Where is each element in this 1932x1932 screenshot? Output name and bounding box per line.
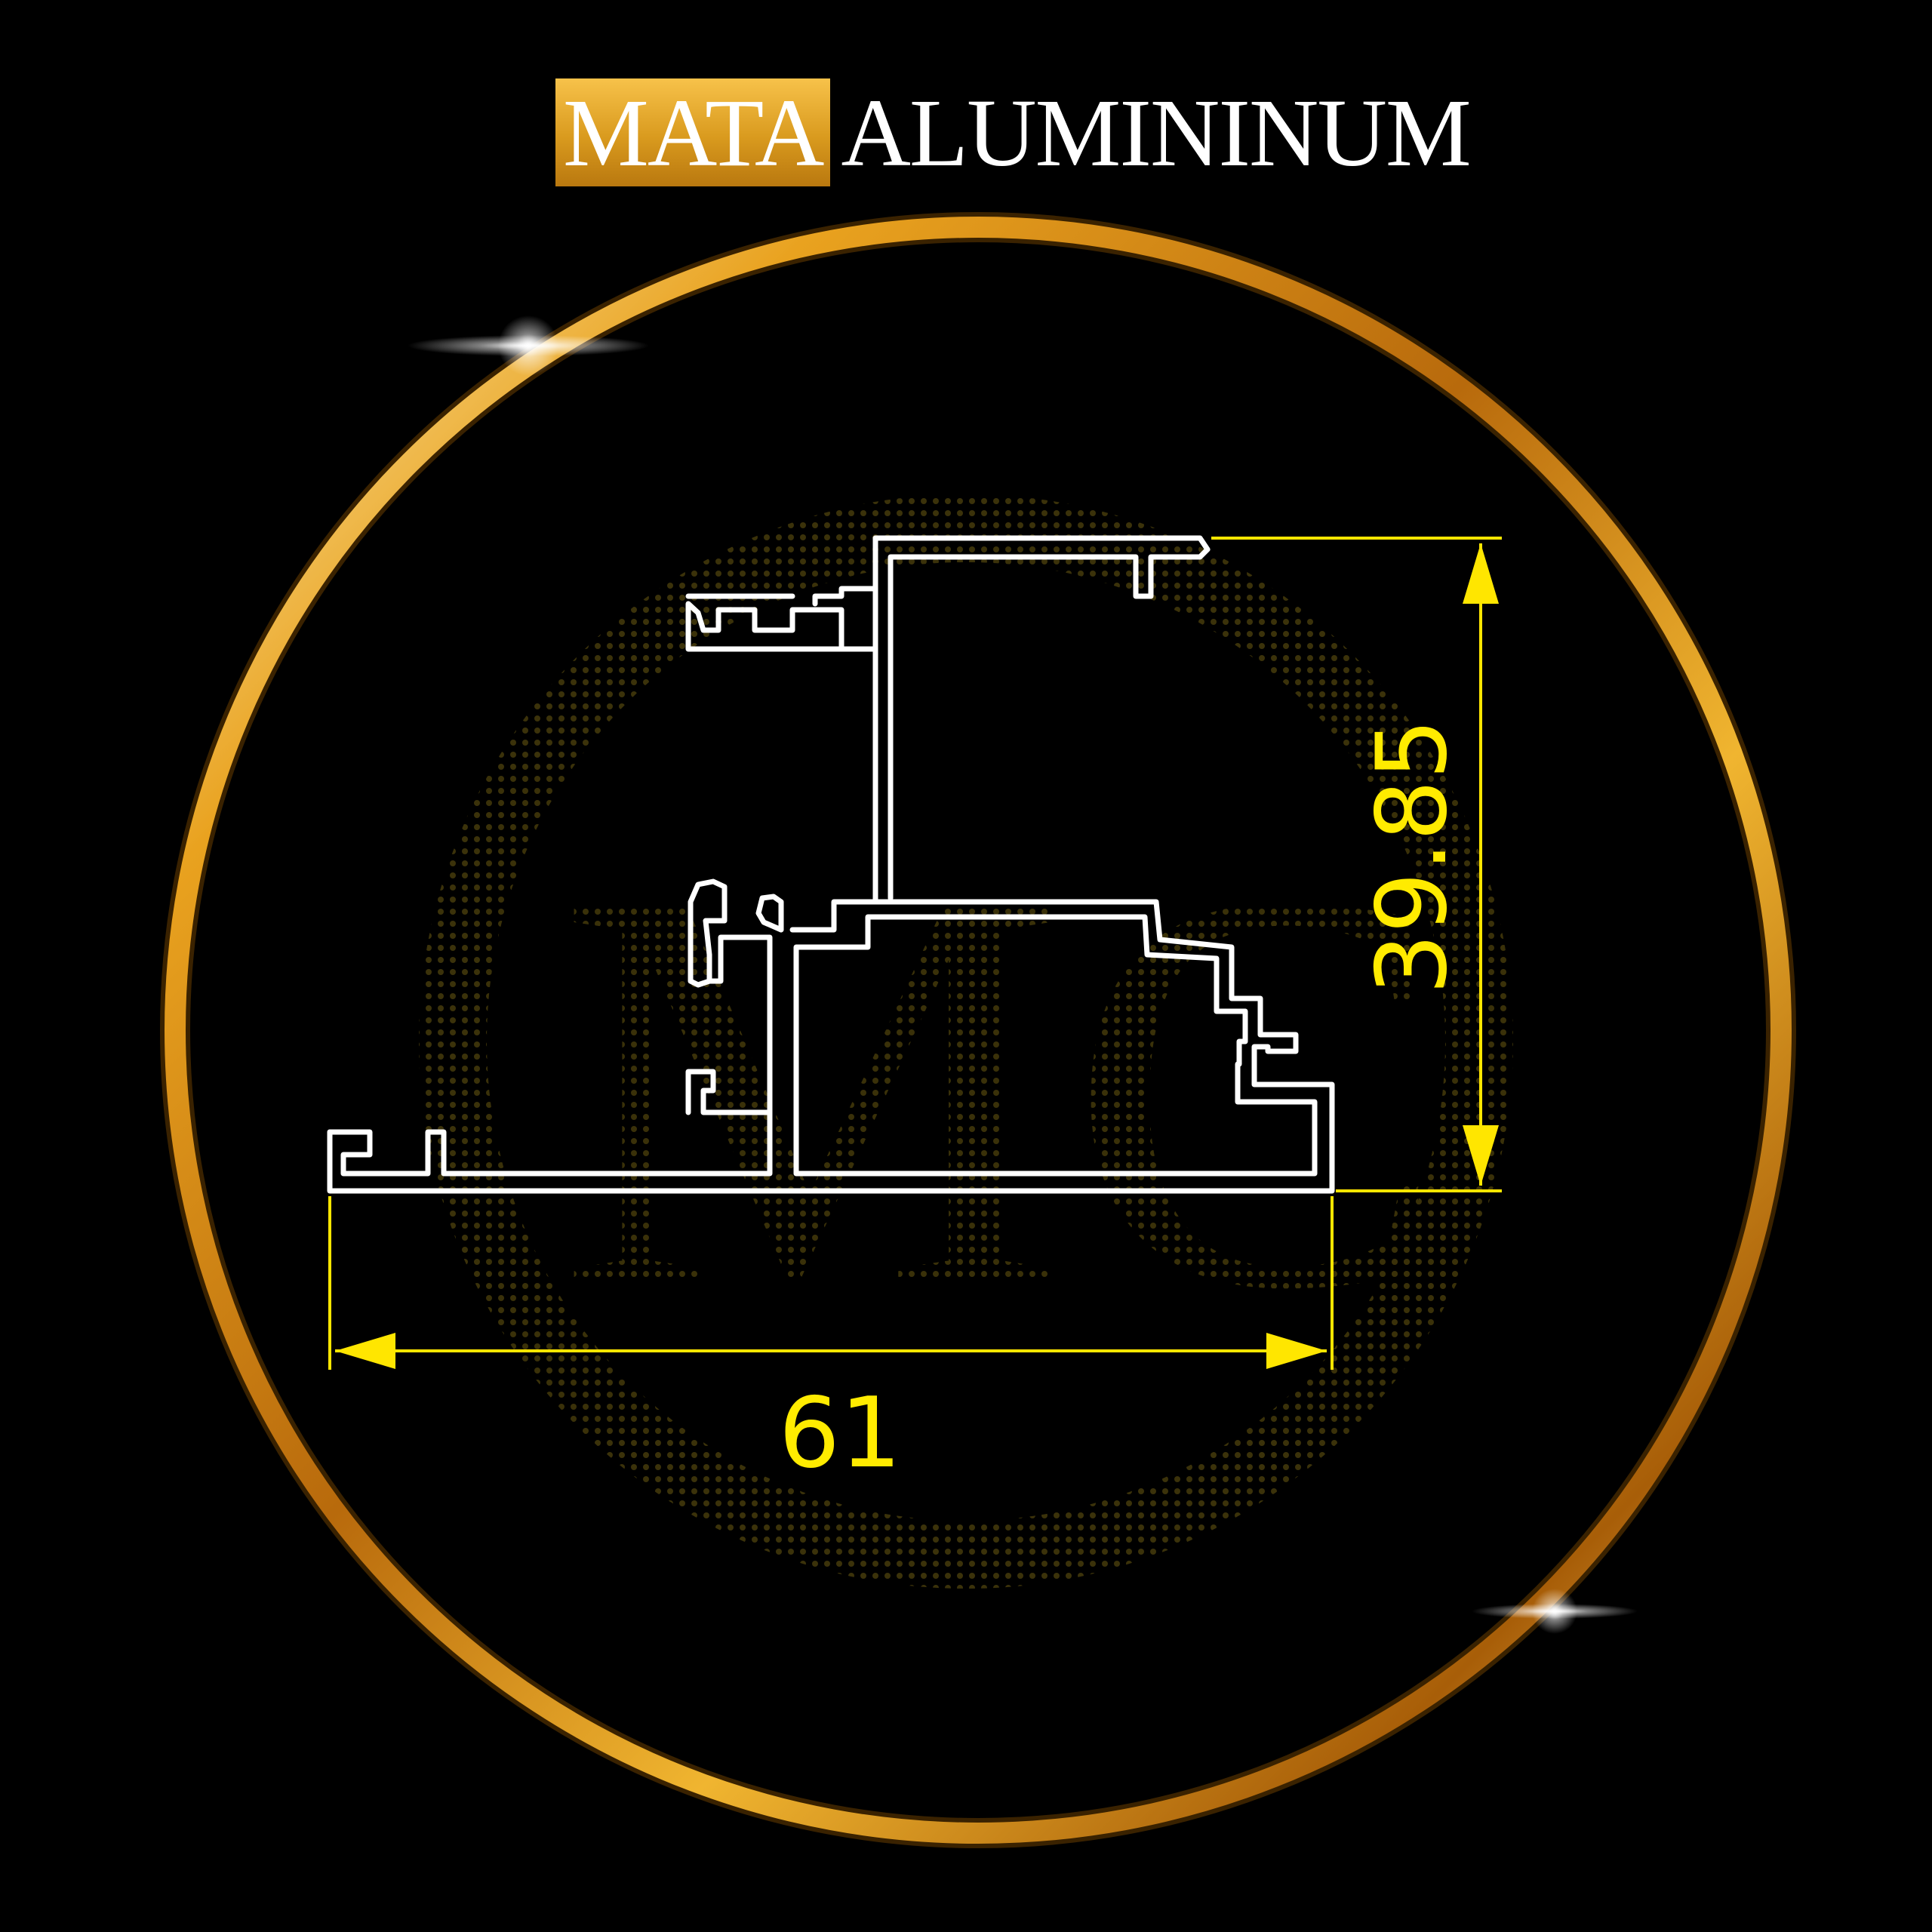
- watermark-logo: MC: [419, 494, 1513, 1589]
- brand-header: MATA ALUMININUM: [555, 78, 1472, 186]
- width-dimension-label: 61: [779, 1377, 902, 1490]
- brand-highlight-box: MATA: [555, 78, 831, 186]
- height-dimension-label: 39.85: [1356, 718, 1469, 995]
- brand-highlight-text: MATA: [563, 78, 824, 186]
- brand-name-text: ALUMININUM: [841, 78, 1471, 186]
- watermark-text: MC: [558, 773, 1451, 1407]
- sparkle-bottom-right: [1472, 1589, 1638, 1634]
- dimension-width: [328, 1196, 1334, 1370]
- sparkle-top-left: [408, 315, 649, 376]
- dimension-height: [1211, 537, 1502, 1192]
- aluminum-profile: [327, 535, 1335, 1194]
- gold-ring: [160, 212, 1796, 1848]
